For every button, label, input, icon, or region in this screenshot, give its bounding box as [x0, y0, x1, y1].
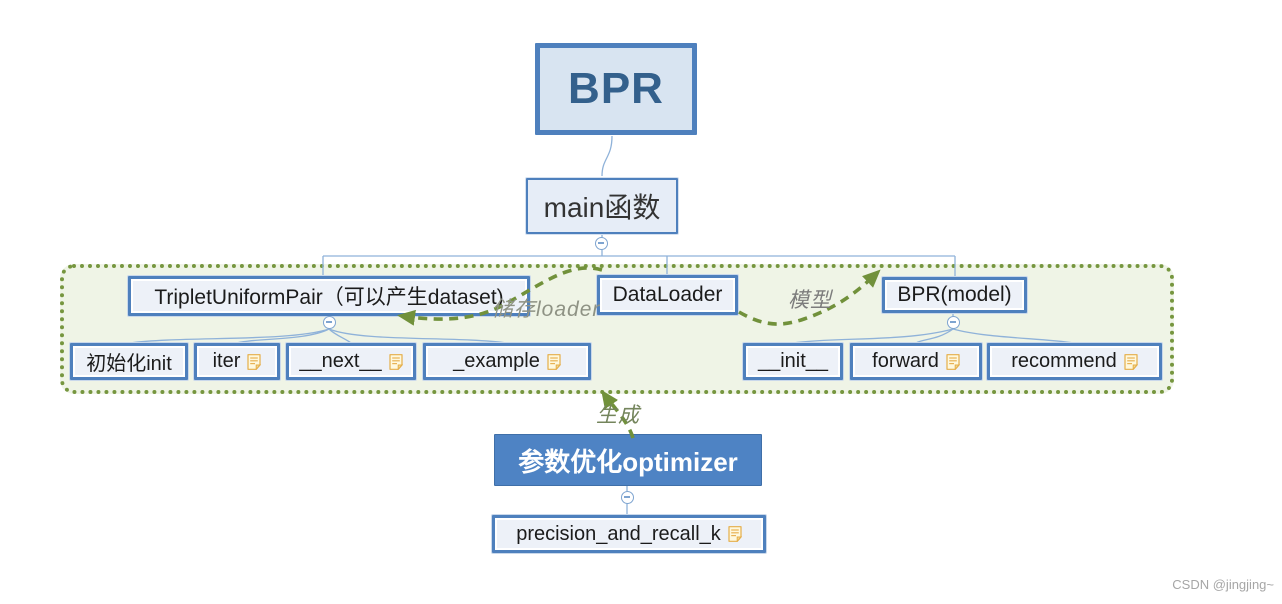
- note-icon[interactable]: [547, 353, 561, 370]
- collapse-toggle-bpr-model[interactable]: [946, 315, 960, 329]
- note-icon[interactable]: [1124, 353, 1138, 370]
- node-tripletuniformpair[interactable]: TripletUniformPair（可以产生dataset): [128, 276, 530, 316]
- node-label: TripletUniformPair（可以产生dataset): [154, 286, 504, 309]
- node-bpr-model[interactable]: BPR(model): [882, 277, 1027, 313]
- minus-icon: [624, 496, 630, 498]
- note-icon[interactable]: [389, 353, 403, 370]
- node-forward[interactable]: forward: [850, 343, 982, 380]
- node-iter[interactable]: iter: [194, 343, 280, 380]
- node-label: __init__: [757, 350, 829, 372]
- node-label: forward: [872, 350, 939, 372]
- relation-label-generate[interactable]: 生成: [596, 404, 640, 427]
- node-label: BPR: [568, 64, 664, 113]
- node-label: BPR(model): [897, 283, 1012, 306]
- node-init-chinese[interactable]: 初始化init: [70, 343, 188, 380]
- node-optimizer[interactable]: 参数优化optimizer: [494, 434, 762, 486]
- csdn-watermark: CSDN @jingjing~: [1172, 577, 1274, 592]
- node-dataloader[interactable]: DataLoader: [597, 275, 738, 315]
- note-icon[interactable]: [946, 353, 960, 370]
- note-icon[interactable]: [247, 353, 262, 370]
- node-label: _example: [453, 350, 540, 372]
- node-label: 初始化init: [86, 353, 172, 375]
- node-label: __next__: [299, 350, 382, 372]
- minus-icon: [326, 321, 332, 323]
- node-label: iter: [212, 350, 241, 372]
- node-label: 参数优化optimizer: [518, 446, 738, 477]
- node-main-function[interactable]: main函数: [526, 178, 678, 234]
- node-label: DataLoader: [612, 283, 723, 306]
- node-label: recommend: [1011, 350, 1117, 372]
- node-init-dunder[interactable]: __init__: [743, 343, 843, 380]
- relation-label-store-loader[interactable]: 储存loader: [492, 298, 601, 321]
- node-recommend[interactable]: recommend: [987, 343, 1162, 380]
- collapse-toggle-main[interactable]: [594, 236, 608, 250]
- node-bpr-root[interactable]: BPR: [535, 43, 697, 135]
- node-example[interactable]: _example: [423, 343, 591, 380]
- node-next[interactable]: __next__: [286, 343, 416, 380]
- collapse-toggle-triplet[interactable]: [322, 315, 336, 329]
- collapse-toggle-optimizer[interactable]: [620, 490, 634, 504]
- node-label: precision_and_recall_k: [516, 522, 721, 545]
- minus-icon: [598, 242, 604, 244]
- relation-label-model[interactable]: 模型: [788, 289, 832, 312]
- node-precision-and-recall-k[interactable]: precision_and_recall_k: [492, 515, 766, 553]
- node-label: main函数: [543, 192, 661, 223]
- note-icon[interactable]: [728, 526, 742, 542]
- minus-icon: [950, 321, 956, 323]
